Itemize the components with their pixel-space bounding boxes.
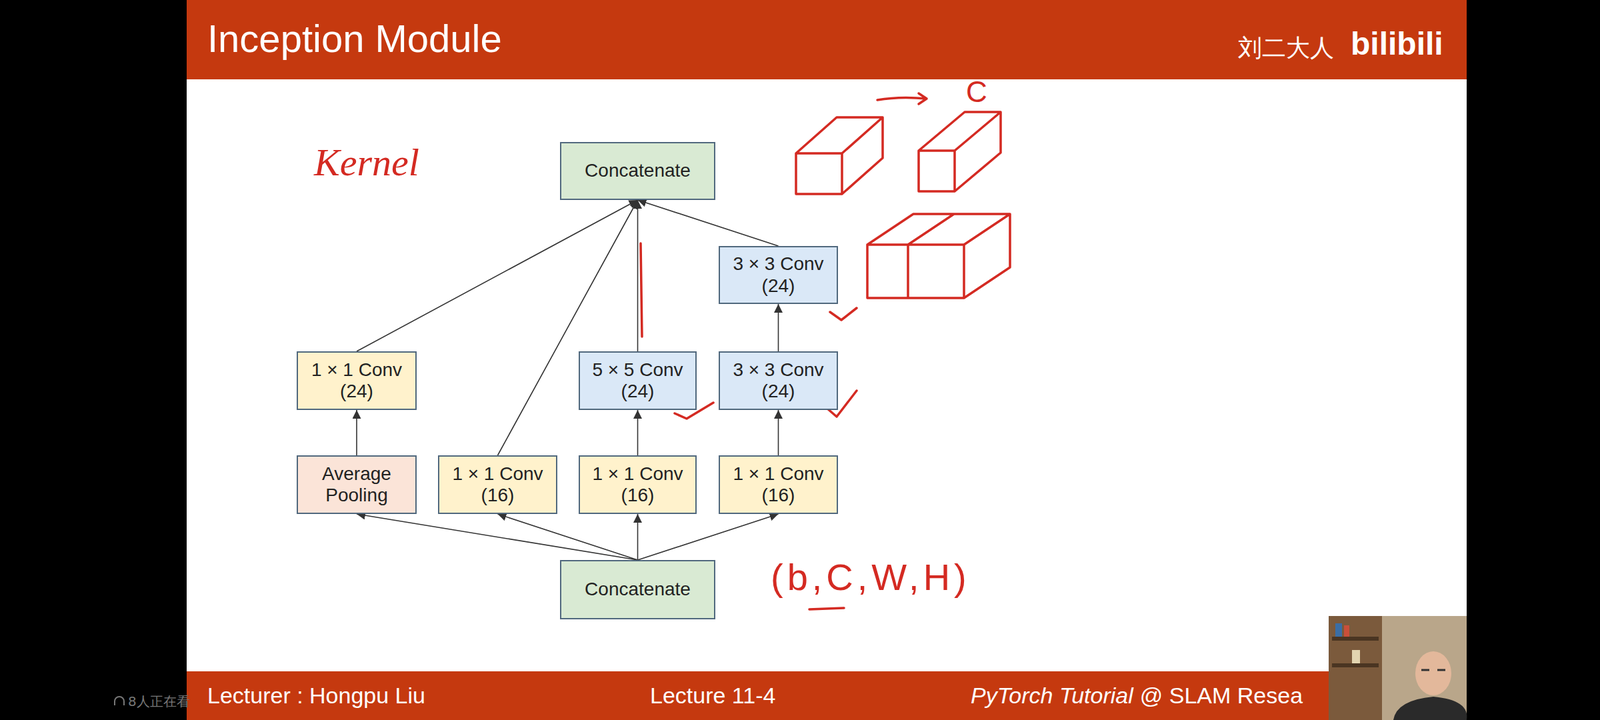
conv-box: 1 × 1 Conv(16): [438, 455, 558, 514]
ink-underline: [809, 608, 844, 610]
footer-text: @ SLAM Resea: [1140, 683, 1303, 708]
ink-note: Kernel: [314, 141, 420, 184]
conv-box: 3 × 3 Conv(24): [718, 351, 838, 410]
ink-tensor-sketch: [796, 117, 883, 194]
conv-box: 1 × 1 Conv(24): [296, 351, 417, 410]
ink-note: C: [966, 76, 988, 108]
conv-box: 5 × 5 Conv(24): [578, 351, 697, 410]
header-bar: [186, 0, 1467, 80]
ink-stroke: [640, 243, 642, 337]
ink-tensor-sketch: [867, 214, 1010, 298]
webcam-shelf: [1328, 616, 1382, 720]
ink-note: (b,C,W,H): [770, 556, 971, 598]
webcam-shelf-board: [1332, 636, 1379, 641]
box-text: 1 × 1 Conv: [592, 463, 683, 485]
footer-text: Lecturer : Hongpu Liu: [207, 683, 426, 708]
flow-arrow: [778, 304, 780, 352]
flow-arrow: [778, 410, 780, 456]
conv-box: 1 × 1 Conv(16): [718, 455, 838, 514]
webcam-book: [1335, 623, 1342, 637]
box-text: 1 × 1 Conv: [311, 359, 402, 381]
flow-arrow: [637, 514, 639, 560]
box-text: (16): [762, 484, 796, 506]
ink-checkmark: [830, 308, 857, 320]
flow-arrow: [498, 514, 638, 560]
box-text: 3 × 3 Conv: [732, 253, 824, 275]
ink-tensor-sketch: [918, 112, 1001, 192]
concat-box: Concatenate: [560, 560, 716, 620]
box-text: (16): [621, 484, 655, 506]
box-text: (16): [481, 484, 515, 506]
footer-bar: [186, 671, 1467, 720]
box-text: (24): [340, 380, 374, 402]
flow-arrow: [356, 200, 638, 352]
concat-box: Concatenate: [560, 142, 716, 200]
webcam-person-head: [1415, 651, 1452, 696]
flow-arrow: [356, 514, 638, 560]
viewer-icon: [114, 696, 124, 706]
conv-box: 1 × 1 Conv(16): [578, 455, 697, 514]
slide-title: Inception Module: [207, 17, 502, 60]
channel-name: 刘二大人: [1238, 34, 1334, 62]
slide-page: [186, 0, 1467, 720]
box-text: 5 × 5 Conv: [592, 359, 683, 381]
flow-arrow: [637, 200, 639, 352]
flow-arrow: [638, 514, 779, 560]
flow-arrow: [638, 200, 779, 246]
box-text: (24): [762, 380, 796, 402]
box-text: (24): [621, 380, 655, 402]
box-text: (24): [762, 275, 796, 297]
conv-box: 3 × 3 Conv(24): [718, 246, 838, 304]
webcam-book: [1352, 650, 1360, 664]
webcam-shelf-board: [1332, 663, 1379, 668]
webcam-frame: [1328, 616, 1467, 720]
webcam-inset: [1328, 616, 1467, 720]
box-text: Concatenate: [584, 578, 691, 600]
site-logo: bilibili: [1350, 26, 1444, 62]
footer-text: Lecture 11-4: [650, 683, 776, 708]
flow-arrow: [637, 410, 639, 456]
box-text: 3 × 3 Conv: [732, 359, 824, 381]
flow-arrow: [498, 200, 638, 456]
flow-arrow: [356, 410, 358, 456]
box-text: 1 × 1 Conv: [452, 463, 543, 485]
pooling-box: Average Pooling: [296, 455, 417, 514]
viewer-count: 8人正在看: [128, 694, 190, 709]
webcam-person-body: [1393, 696, 1467, 720]
webcam-glasses: [1421, 669, 1446, 672]
box-text: Concatenate: [584, 160, 691, 182]
box-text: Average Pooling: [304, 463, 409, 506]
webcam-book: [1344, 625, 1350, 637]
box-text: 1 × 1 Conv: [732, 463, 824, 485]
footer-text: PyTorch Tutorial: [970, 683, 1134, 708]
ink-arrow: [877, 93, 927, 104]
